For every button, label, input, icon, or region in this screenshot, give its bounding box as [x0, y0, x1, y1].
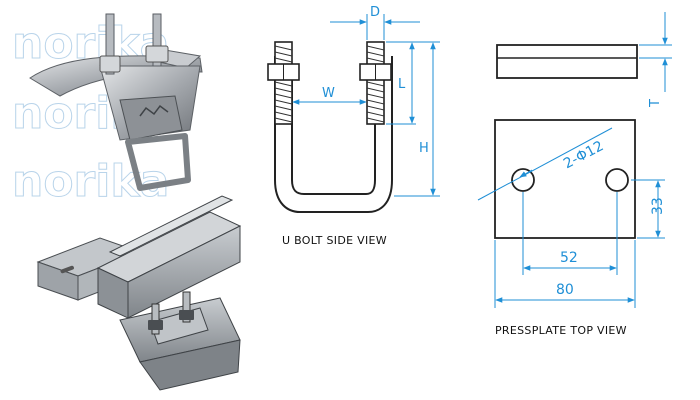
- ubolt-left-thread: [267, 41, 300, 125]
- beam-clamp-photo: [29, 13, 203, 191]
- dim-w-label: W: [322, 86, 335, 101]
- dim-spacing-label: 52: [560, 250, 578, 266]
- dim-d-label: D: [370, 5, 380, 20]
- channel-beam-assembly-render: [36, 195, 242, 391]
- pressplate-hole-left: [511, 168, 535, 192]
- dim-t-label: T: [648, 99, 663, 108]
- dim-h-label: H: [419, 141, 429, 156]
- pressplate-side-profile: [496, 44, 638, 79]
- ubolt-side-view: D W L H U BOLT SIDE VIEW: [267, 5, 440, 247]
- ubolt-inner: [291, 80, 376, 195]
- ubolt-caption: U BOLT SIDE VIEW: [282, 234, 387, 247]
- pressplate-caption: PRESSPLATE TOP VIEW: [495, 324, 627, 337]
- pressplate-top-view: T 2-Φ12 33 52 80 PRESSPLATE TOP VIEW: [477, 12, 672, 337]
- ubolt-right-thread: [359, 41, 392, 125]
- dim-offset-label: 33: [650, 197, 666, 215]
- dim-width-label: 80: [556, 282, 574, 298]
- watermark-line-3: norika: [12, 156, 169, 207]
- ubolt-body: [274, 56, 393, 213]
- pressplate-hole-right: [605, 168, 629, 192]
- dim-l-label: L: [398, 77, 406, 92]
